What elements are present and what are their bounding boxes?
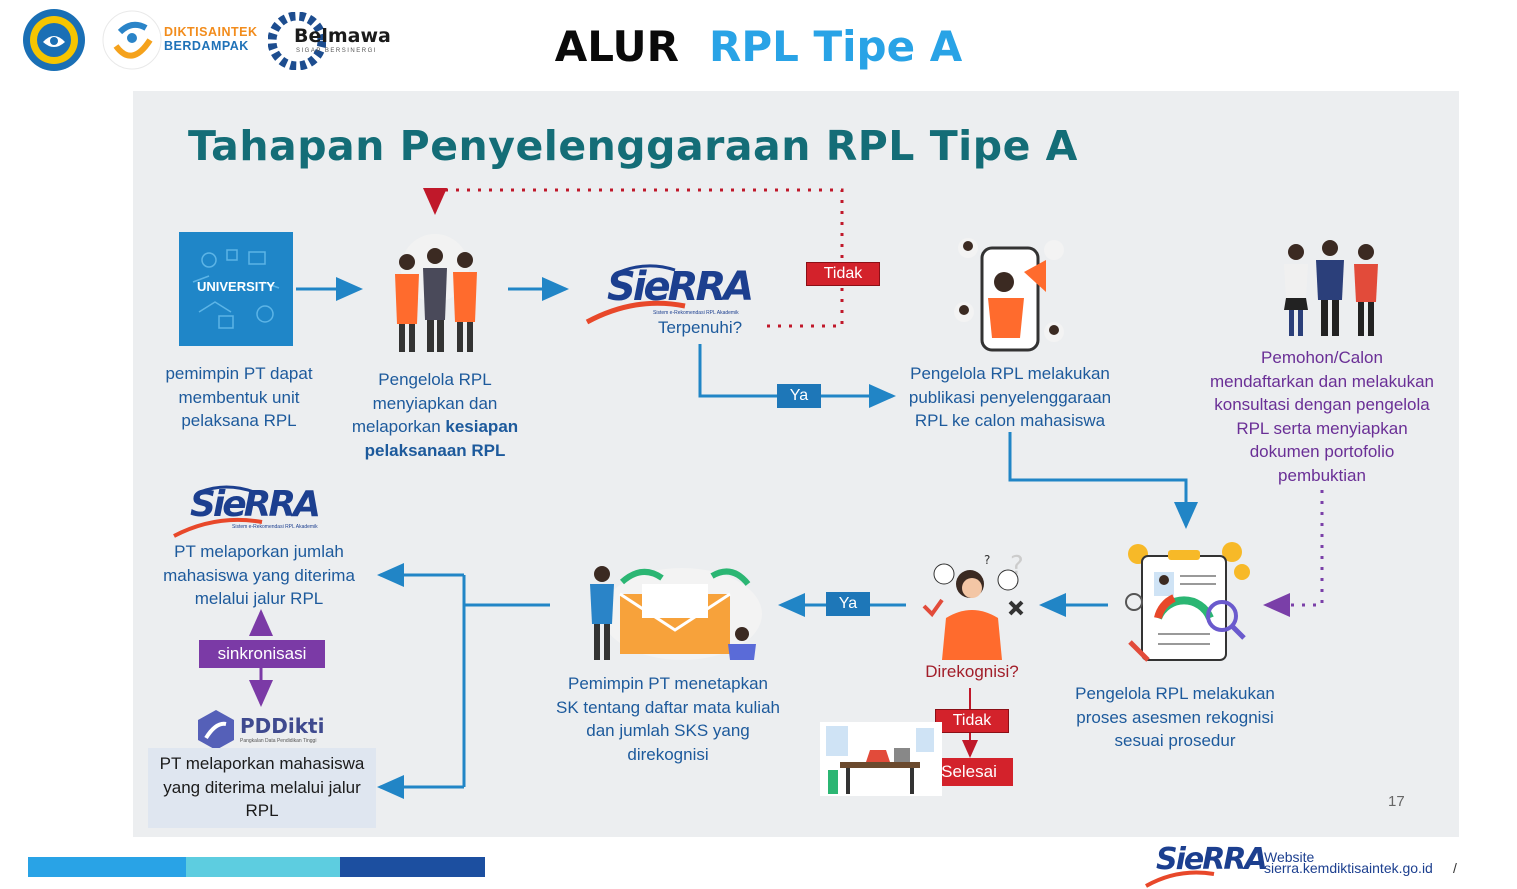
office-desk-illustration [820, 722, 942, 796]
label-sinkronisasi: sinkronisasi [199, 640, 325, 668]
label-tidak-top: Tidak [806, 262, 880, 286]
step2-plain: Pengelola RPL menyiapkan dan melaporkan [351, 370, 498, 436]
publicity-illustration [948, 228, 1074, 356]
footer-bar-1 [28, 857, 186, 877]
step10-box [148, 748, 376, 828]
slide-panel [133, 91, 1459, 837]
assessment-illustration [1118, 538, 1254, 668]
arrow-tidak-loop [423, 188, 844, 328]
footer-bar-3 [340, 857, 485, 877]
belmawa-tagline: SIGAP BERSINERGI [296, 48, 377, 54]
step1-text: pemimpin PT dapat membentuk unit pelaksa… [165, 364, 313, 430]
arrow-publikasi-asesmen [1008, 432, 1198, 529]
belmawa-logo: Belmawa SIGAP BERSINERGI [268, 12, 391, 70]
label-ya-top: Ya [777, 384, 821, 408]
sierra-wordmark-left: SieRRA [190, 484, 321, 525]
step2-text: Pengelola RPL menyiapkan dan melaporkan … [340, 368, 530, 462]
page-number: 17 [1388, 793, 1405, 810]
students-illustration [1274, 238, 1390, 338]
belmawa-text: Belmawa [294, 25, 391, 47]
step3-question: Terpenuhi? [657, 318, 743, 337]
label-ya-bottom: Ya [826, 592, 870, 616]
footer-sierra-wordmark: SieRRA [1156, 842, 1268, 877]
diktisaintek-logo: DIKTISAINTEK BERDAMPAK [102, 10, 260, 70]
university-label: UNIVERSITY [196, 279, 275, 294]
sierra-tagline: Sistem e-Rekomendasi RPL Akademik [653, 310, 739, 316]
arrow-ya-publikasi [698, 344, 896, 408]
kemdikbud-logo [21, 8, 87, 72]
svg-text:?: ? [984, 553, 990, 567]
pddikti-wordmark: PDDikti [240, 714, 325, 738]
footer-website-url[interactable]: sierra.kemdiktisaintek.go.id [1264, 860, 1433, 876]
title-part1: ALUR [554, 22, 679, 71]
diktisaintek-text-2: BERDAMPAK [164, 39, 249, 53]
diktisaintek-text-1: DIKTISAINTEK [164, 25, 258, 39]
pddikti-tagline: Pangkalan Data Pendidikan Tinggi [240, 738, 317, 744]
question-woman-illustration: ? ? [912, 544, 1032, 664]
footer-website-label: Website [1264, 849, 1315, 865]
sierra-logo-left: SieRRA Sistem e-Rekomendasi RPL Akademik [172, 482, 322, 538]
step6-text: Pengelola RPL melakukan proses asesmen r… [1075, 684, 1275, 750]
step9-text: PT melaporkan jumlah mahasiswa yang dite… [163, 542, 355, 608]
title-part2: RPL Tipe A [708, 22, 963, 71]
step8-text: Pemimpin PT menetapkan SK tentang daftar… [556, 674, 780, 764]
page-title: ALUR RPL Tipe A [0, 22, 1517, 71]
pddikti-logo: PDDikti Pangkalan Data Pendidikan Tinggi [196, 708, 328, 750]
step7-question: Direkognisi? [925, 662, 1019, 681]
slide-heading: Tahapan Penyelenggaraan RPL Tipe A [188, 122, 1078, 170]
step10-text: PT melaporkan mahasiswa yang diterima me… [159, 754, 365, 820]
step2-bold: kesiapan pelaksanaan RPL [364, 417, 519, 460]
team-illustration [373, 228, 497, 356]
step4-text: Pengelola RPL melakukan publikasi penyel… [908, 364, 1112, 430]
sierra-wordmark: SieRRA [607, 264, 754, 310]
footer-bar-2 [186, 857, 340, 877]
label-tidak-bottom: Tidak [935, 709, 1009, 733]
sierra-logo-top: SieRRA Sistem e-Rekomendasi RPL Akademik [585, 256, 755, 326]
step5-text: Pemohon/Calon mendaftarkan dan melakukan… [1210, 348, 1434, 485]
university-icon: UNIVERSITY [179, 232, 293, 346]
letter-illustration [562, 554, 766, 664]
footer-slash: / [1453, 860, 1457, 876]
footer-sierra-logo: SieRRA [1144, 842, 1268, 888]
arrow-pemohon-asesmen [1263, 490, 1324, 617]
sierra-tagline-left: Sistem e-Rekomendasi RPL Akademik [232, 524, 318, 530]
